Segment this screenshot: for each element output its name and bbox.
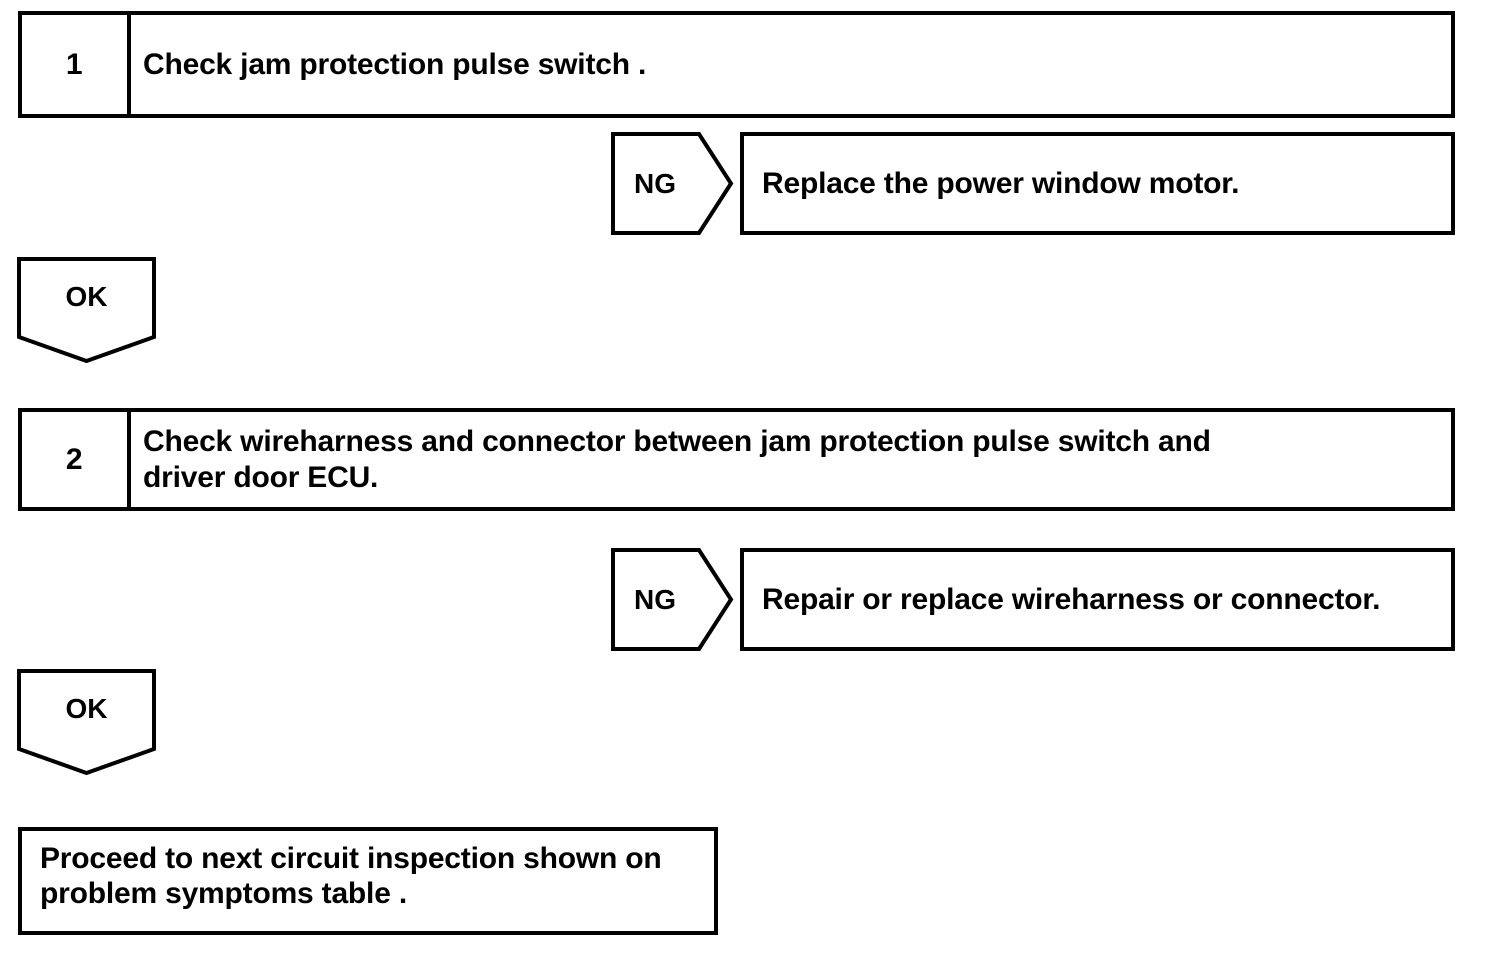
ng-label-2: NG (634, 583, 676, 615)
step-instruction-cell-1: Check jam protection pulse switch . (131, 15, 1451, 114)
final-result-box[interactable]: Proceed to next circuit inspection shown… (18, 827, 718, 935)
final-result-text: Proceed to next circuit inspection shown… (40, 842, 662, 911)
step-number-cell-1: 1 (22, 15, 131, 114)
step-number-1: 1 (65, 47, 84, 81)
ng-result-text-1: Replace the power window motor. (762, 166, 1240, 200)
ng-result-text-2: Repair or replace wireharness or connect… (762, 582, 1381, 616)
step-instruction-2: Check wireharness and connector between … (143, 425, 1211, 494)
ng-result-box-2[interactable]: Repair or replace wireharness or connect… (740, 548, 1455, 651)
step-number-cell-2: 2 (22, 412, 131, 507)
ok-label-1: OK (65, 281, 108, 312)
step-box-1[interactable]: 1 Check jam protection pulse switch . (18, 11, 1455, 118)
step-box-2[interactable]: 2 Check wireharness and connector betwee… (18, 408, 1455, 511)
ng-arrow-1: NG (611, 132, 734, 235)
step-instruction-1: Check jam protection pulse switch . (143, 47, 647, 81)
ok-arrow-1: OK (17, 257, 156, 364)
step-number-2: 2 (65, 442, 84, 476)
ng-result-box-1[interactable]: Replace the power window motor. (740, 132, 1455, 235)
ng-arrow-2: NG (611, 548, 734, 651)
step-instruction-cell-2: Check wireharness and connector between … (131, 412, 1451, 507)
ok-label-2: OK (65, 693, 108, 724)
ng-label-1: NG (634, 167, 676, 199)
ok-arrow-2: OK (17, 669, 156, 776)
